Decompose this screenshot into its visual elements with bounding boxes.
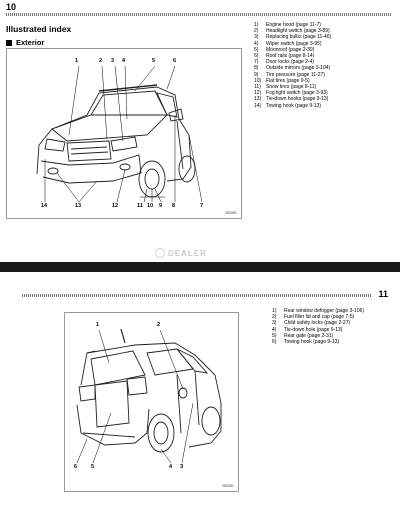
square-bullet-icon	[6, 39, 12, 46]
callout-5: 5	[91, 464, 95, 470]
subsection-heading: Exterior	[6, 38, 44, 47]
legend-item: 4)Tie-down hole (page 9-13)	[272, 326, 343, 333]
subsection-title: Exterior	[16, 38, 45, 47]
header-rule	[6, 13, 392, 16]
page-number: 10	[6, 2, 17, 12]
header-rule	[22, 294, 372, 297]
dealer-watermark: DEALER	[155, 248, 207, 258]
legend-item: 10)Flat tires (page 9-5)	[254, 77, 310, 84]
legend-item: 6)Roof rails (page 8-14)	[254, 53, 315, 60]
callout-1: 1	[75, 58, 79, 64]
watermark-logo-icon	[155, 248, 165, 258]
legend-item: 3)Replacing bulbs (page 11-40)	[254, 34, 332, 41]
front-suv-illustration	[36, 65, 203, 203]
legend-item: 5)Rear gate (page 2-31)	[272, 332, 334, 339]
legend-item: 5)Moonroof (page 2-39)	[254, 46, 315, 53]
legend-item: 1)Rear window defogger (page 3-106)	[272, 308, 365, 314]
page-separator	[0, 262, 400, 272]
legend-item: 8)Outside mirrors (page 3-104)	[254, 65, 331, 72]
section-title: Illustrated index	[6, 24, 72, 34]
page-10: 10 Illustrated index Exterior	[6, 2, 400, 258]
callout-7: 7	[200, 203, 204, 209]
callout-10: 10	[147, 203, 154, 209]
exterior-legend: 1)Engine hood (page 11-7) 2)Headlight sw…	[254, 22, 400, 109]
exterior-front-figure: 1 2 3 4 5 6 7 8 9 10 11 12 13 14 000051	[6, 48, 242, 219]
callout-13: 13	[75, 203, 82, 209]
exterior-rear-legend: 1)Rear window defogger (page 3-106) 2)Fu…	[272, 308, 398, 345]
callout-4: 4	[122, 58, 126, 64]
figure-code: 000051	[225, 211, 237, 215]
rear-suv-illustration	[76, 328, 222, 464]
legend-item: 1)Engine hood (page 11-7)	[254, 22, 321, 28]
legend-item: 2)Fuel filler lid and cap (page 7-5)	[272, 314, 355, 321]
callout-1: 1	[96, 322, 100, 328]
callout-12: 12	[112, 203, 119, 209]
exterior-rear-figure: 1 2 3 4 5 6 000051	[64, 312, 239, 492]
legend-item: 9)Tire pressure (page 11-27)	[254, 71, 325, 78]
legend-item: 7)Door locks (page 2-4)	[254, 59, 315, 66]
legend-item: 3)Child safety locks (page 2-27)	[272, 320, 351, 327]
watermark-text: DEALER	[168, 248, 207, 258]
figure-code: 000051	[222, 484, 234, 488]
legend-item: 12)Fog light switch (page 3-93)	[254, 90, 328, 97]
callout-5: 5	[152, 58, 156, 64]
page-number: 11	[378, 289, 388, 299]
callout-4: 4	[169, 464, 173, 470]
callout-6: 6	[74, 464, 78, 470]
legend-item: 11)Snow tires (page 8-11)	[254, 84, 317, 91]
callout-11: 11	[137, 203, 143, 209]
callout-14: 14	[41, 203, 48, 209]
page-11: 11	[0, 272, 400, 511]
legend-item: 4)Wiper switch (page 3-95)	[254, 40, 322, 47]
callout-3: 3	[111, 58, 115, 64]
callout-9: 9	[159, 203, 163, 209]
legend-item: 13)Tie-down hooks (page 9-13)	[254, 96, 329, 103]
legend-item: 2)Headlight switch (page 3-89)	[254, 28, 330, 35]
callout-2: 2	[99, 58, 103, 64]
legend-item: 14)Towing hook (page 9-13)	[254, 102, 322, 109]
callout-2: 2	[157, 322, 161, 328]
legend-item: 6)Towing hook (page 9-13)	[272, 339, 340, 346]
callout-6: 6	[173, 58, 177, 64]
callout-8: 8	[172, 203, 176, 209]
callout-3: 3	[180, 464, 184, 470]
